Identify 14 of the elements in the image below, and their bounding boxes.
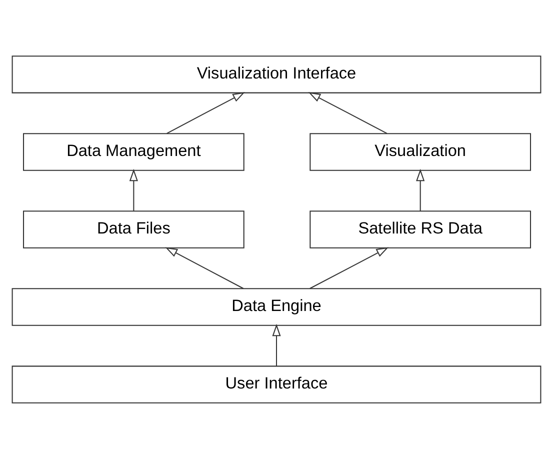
arrow [129,168,138,211]
arrow [416,168,425,211]
arrow [310,247,389,289]
arrow [165,247,244,289]
node-box: Satellite RS Data [310,210,532,248]
arrow [308,92,388,134]
node-box: Data Engine [12,288,542,326]
node-box: User Interface [12,366,542,404]
arrow [166,92,245,134]
node-box: Data Management [23,133,244,171]
node-box: Visualization Interface [12,56,542,94]
node-box: Data Files [23,210,244,248]
arrow [272,324,281,366]
node-box: Visualization [310,133,532,171]
